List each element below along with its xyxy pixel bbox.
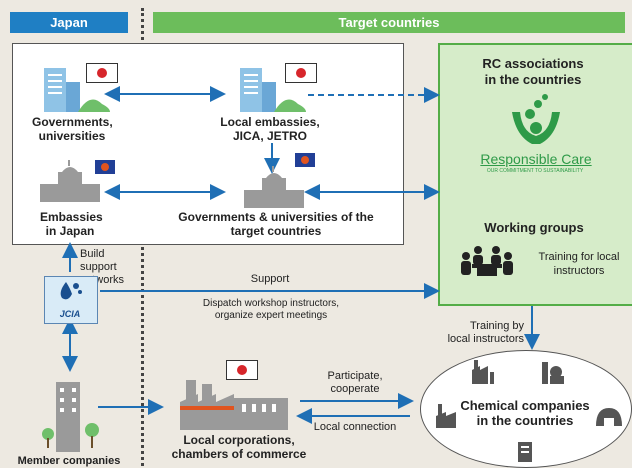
factory-icon xyxy=(518,442,532,462)
dispatch-label: Dispatch workshop instructors, organize … xyxy=(202,298,340,321)
factory-icon xyxy=(472,360,494,384)
government-building-icon xyxy=(244,166,304,208)
target-country-flag-icon xyxy=(95,160,115,174)
rc-associations-title: RC associations in the countries xyxy=(482,56,584,87)
factory-icon xyxy=(542,362,564,384)
factory-icon xyxy=(436,404,456,428)
training-by-label: Training by local instructors xyxy=(447,320,524,345)
japan-flag-icon xyxy=(226,360,258,380)
participate-label: Participate, cooperate xyxy=(327,370,383,395)
japan-flag-icon xyxy=(285,63,317,83)
jcia-logo-text: JCIA xyxy=(59,309,81,319)
support-label: Support xyxy=(250,273,290,285)
japan-header: Japan xyxy=(10,12,128,33)
factory-icon xyxy=(596,408,622,426)
factory-icon xyxy=(180,380,288,430)
chemical-companies-label: Chemical companies in the countries xyxy=(460,398,590,428)
rc-logo-tagline: OUR COMMITMENT TO SUSTAINABILITY xyxy=(486,168,584,174)
embassies-japan-label: Embassies in Japan xyxy=(40,210,103,238)
rc-hands-logo-icon xyxy=(512,94,560,144)
jcia-logo-box xyxy=(44,276,98,324)
meeting-people-icon xyxy=(461,246,513,276)
rc-logo-text: Responsible Care xyxy=(480,151,592,167)
gov-univ-japan-label: Governments, universities xyxy=(32,115,113,143)
government-network-box xyxy=(12,43,404,245)
jcia-logo-icon xyxy=(60,282,82,300)
member-companies-label: Member companies xyxy=(17,455,121,467)
office-building-icon xyxy=(42,382,99,452)
office-building-icon xyxy=(240,68,306,112)
local-connection-label: Local connection xyxy=(313,421,397,433)
training-local-label: Training for local instructors xyxy=(538,251,620,277)
local-embassies-label: Local embassies, JICA, JETRO xyxy=(220,115,320,143)
japan-flag-icon xyxy=(86,63,118,83)
target-country-flag-icon xyxy=(295,153,315,167)
working-groups-label: Working groups xyxy=(484,220,584,235)
target-countries-header: Target countries xyxy=(153,12,625,33)
office-building-icon xyxy=(44,68,110,112)
government-building-icon xyxy=(40,160,100,202)
local-corporations-label: Local corporations, chambers of commerce xyxy=(171,433,307,461)
gov-univ-target-label: Governments & universities of the target… xyxy=(178,210,374,238)
